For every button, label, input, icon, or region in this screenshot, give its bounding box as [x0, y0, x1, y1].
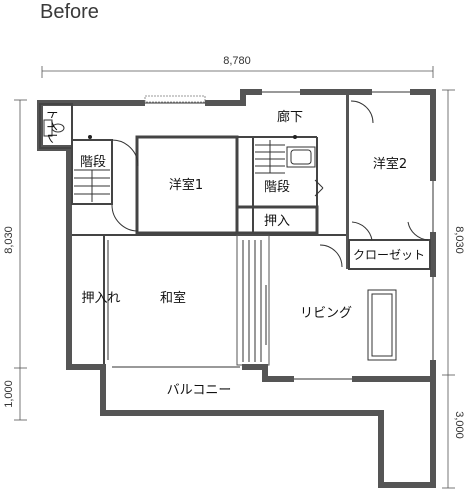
room-label-youshitsu2: 洋室2 [373, 156, 407, 172]
stairs-mid-treads [255, 140, 285, 174]
room-label-toilet: トイレ [45, 108, 59, 144]
dimension-top-label: 8,780 [223, 55, 251, 67]
marker-dot [88, 135, 92, 139]
dimension-balcony-left-label: 1,000 [3, 380, 15, 408]
room-label-corridor: 廊下 [277, 109, 303, 125]
room-label-living: リビング [300, 306, 352, 321]
room-label-balcony: バルコニー [167, 383, 232, 398]
room-label-stairs-mid: 階段 [264, 180, 290, 195]
room-label-closet: クローゼット [353, 248, 425, 262]
dimension-right-label: 8,030 [453, 226, 465, 254]
dimension-right: 8,030 3,000 [442, 89, 465, 489]
room-label-youshitsu1: 洋室1 [169, 177, 203, 193]
sliding-doors [107, 240, 267, 362]
doors [111, 100, 429, 268]
marker-dot [293, 135, 297, 139]
dimension-top: 8,780 [41, 55, 434, 78]
room-label-stairs-left: 階段 [80, 155, 106, 170]
sofa-icon [367, 289, 397, 361]
washbasin-icon [286, 146, 316, 168]
interior-walls [39, 94, 431, 366]
page-title: Before [40, 1, 99, 23]
toilet-icon [43, 119, 65, 137]
room-label-oshiire-small: 押入 [264, 214, 290, 229]
room-label-washitsu: 和室 [160, 290, 186, 306]
room-label-oshiire: 押入れ [81, 291, 120, 306]
dimension-balcony-right-label: 3,000 [453, 411, 465, 439]
windows [112, 91, 434, 380]
dimension-left-label: 8,030 [3, 226, 15, 254]
stairs-left-treads [74, 169, 110, 202]
dimension-left: 8,030 1,000 [3, 99, 27, 421]
